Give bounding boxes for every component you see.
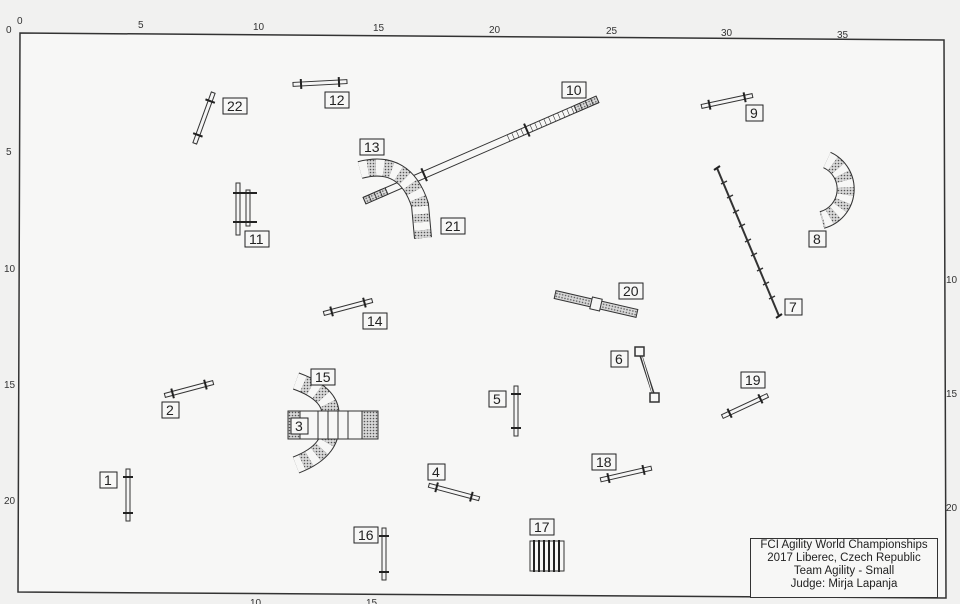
tunnel-13-21 (357, 158, 432, 239)
jump-22 (192, 91, 216, 145)
number-label-21: 21 (440, 217, 466, 235)
jump-16 (379, 527, 389, 581)
event-title: FCI Agility World Championships (760, 539, 928, 551)
bottom-axis: 10 15 (250, 598, 378, 604)
tunnel-8 (819, 151, 855, 229)
number-label-16: 16 (353, 526, 379, 544)
tire-6 (634, 346, 660, 403)
svg-text:13: 13 (364, 139, 380, 155)
svg-text:18: 18 (596, 454, 612, 470)
svg-text:8: 8 (813, 231, 821, 247)
right-axis: 10 15 20 (946, 275, 958, 514)
jump-11 (233, 182, 257, 236)
right-tick: 20 (946, 503, 958, 514)
event-class: Team Agility - Small (793, 565, 895, 577)
top-tick: 0 (17, 16, 23, 27)
number-label-14: 14 (362, 312, 388, 330)
svg-text:10: 10 (566, 82, 582, 98)
left-tick: 10 (4, 264, 16, 275)
top-axis: 0 5 10 15 20 25 30 35 (17, 16, 849, 41)
svg-text:4: 4 (432, 464, 440, 480)
svg-text:20: 20 (623, 283, 639, 299)
number-label-9: 9 (745, 104, 764, 122)
top-tick: 30 (721, 28, 733, 39)
event-location: 2017 Liberec, Czech Republic (767, 552, 921, 564)
right-tick: 10 (946, 275, 958, 286)
number-label-17: 17 (529, 518, 555, 536)
number-label-22: 22 (222, 97, 248, 115)
number-label-8: 8 (808, 230, 827, 248)
top-tick: 15 (373, 23, 385, 34)
svg-text:5: 5 (493, 391, 501, 407)
number-label-13: 13 (359, 138, 385, 156)
weave-poles-17 (529, 540, 565, 572)
svg-text:15: 15 (315, 369, 331, 385)
number-label-18: 18 (591, 453, 617, 471)
number-label-7: 7 (784, 298, 803, 316)
jump-4 (427, 482, 481, 502)
left-tick: 5 (6, 147, 12, 158)
left-tick: 15 (4, 380, 16, 391)
bottom-tick: 10 (250, 598, 262, 604)
svg-text:3: 3 (295, 418, 303, 434)
jump-9 (700, 92, 754, 110)
svg-text:9: 9 (750, 105, 758, 121)
jump-1 (123, 468, 133, 522)
jump-18 (599, 464, 653, 484)
svg-text:21: 21 (445, 218, 461, 234)
top-tick: 5 (138, 20, 144, 31)
left-tick: 20 (4, 496, 16, 507)
course-info-box: FCI Agility World Championships 2017 Lib… (750, 538, 938, 598)
svg-text:6: 6 (615, 351, 623, 367)
axis-origin-label: 0 (6, 25, 12, 36)
number-label-11: 11 (244, 230, 270, 248)
top-tick: 35 (837, 30, 849, 41)
number-label-6: 6 (610, 350, 629, 368)
svg-text:1: 1 (104, 472, 112, 488)
ring-border (17, 32, 947, 599)
top-tick: 20 (489, 25, 501, 36)
bottom-tick: 15 (366, 598, 378, 604)
number-label-12: 12 (324, 91, 350, 109)
dogwalk-7 (713, 165, 783, 319)
svg-text:22: 22 (227, 98, 243, 114)
svg-text:7: 7 (789, 299, 797, 315)
number-label-20: 20 (618, 282, 644, 300)
number-label-2: 2 (161, 401, 180, 419)
left-axis: 5 10 15 20 (4, 147, 16, 507)
svg-text:2: 2 (166, 402, 174, 418)
svg-text:19: 19 (745, 372, 761, 388)
number-label-15: 15 (310, 368, 336, 386)
number-label-10: 10 (561, 81, 587, 99)
number-label-19: 19 (740, 371, 766, 389)
top-tick: 10 (253, 22, 265, 33)
dogwalk-10 (362, 95, 600, 205)
top-tick: 25 (606, 26, 618, 37)
number-label-1: 1 (99, 471, 118, 489)
event-judge: Judge: Mirja Lapanja (790, 578, 898, 590)
number-label-3: 3 (290, 417, 309, 435)
number-label-5: 5 (488, 390, 507, 408)
jump-5 (511, 385, 521, 437)
svg-text:17: 17 (534, 519, 550, 535)
jump-2 (163, 379, 215, 399)
jump-12 (292, 76, 348, 90)
jump-19 (720, 392, 770, 420)
seesaw-20 (553, 290, 639, 318)
jump-14 (322, 297, 374, 317)
svg-text:12: 12 (329, 92, 345, 108)
number-label-4: 4 (427, 463, 446, 481)
svg-text:14: 14 (367, 313, 383, 329)
right-tick: 15 (946, 389, 958, 400)
svg-text:11: 11 (249, 231, 264, 247)
svg-text:16: 16 (358, 527, 374, 543)
